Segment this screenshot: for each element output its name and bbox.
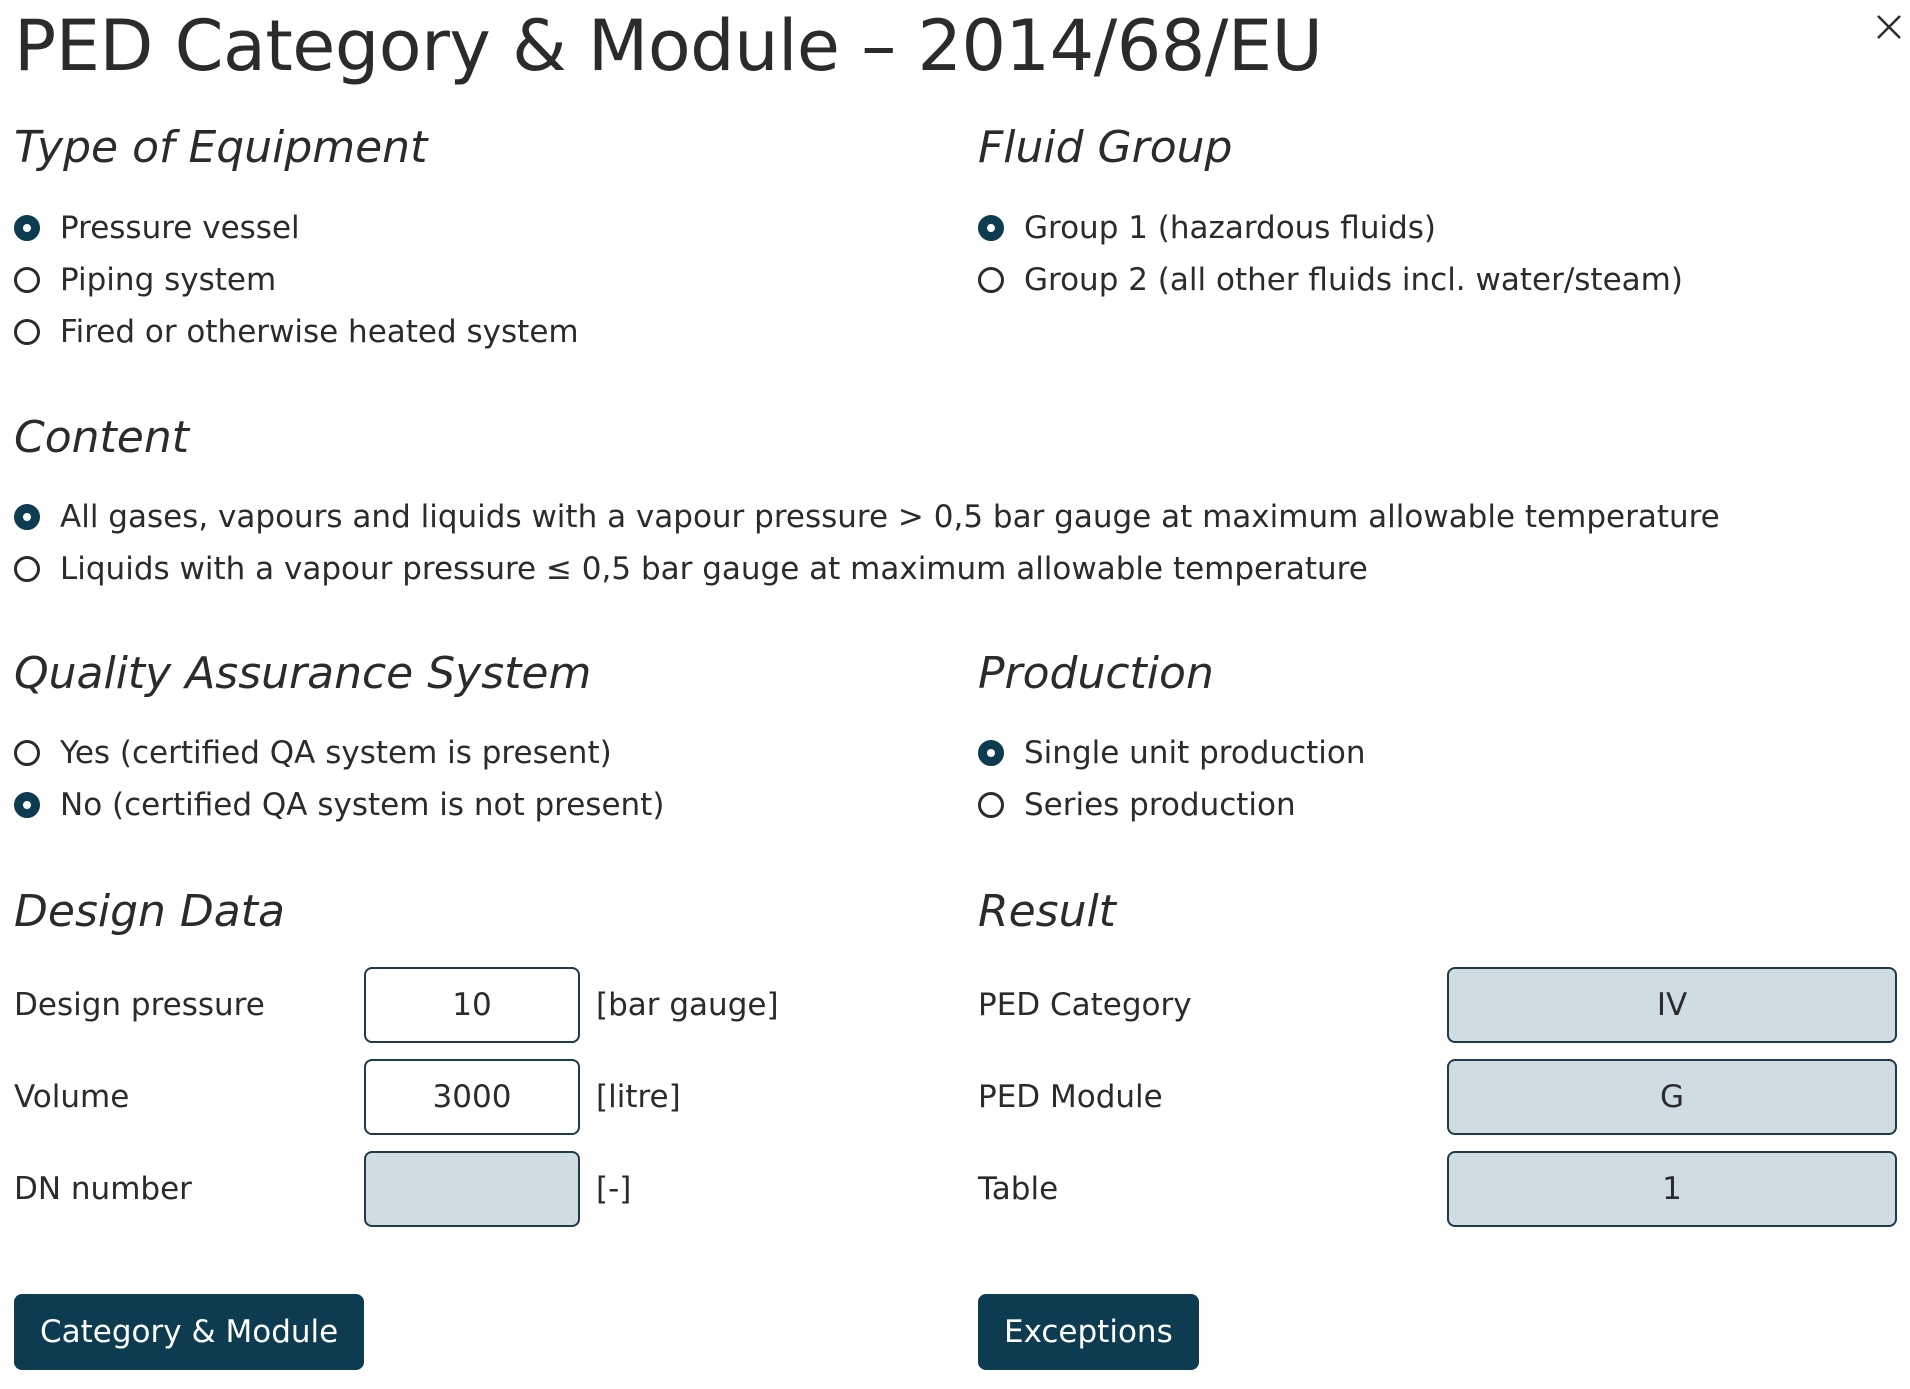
radio-button[interactable] (14, 556, 40, 582)
qa-radio-group: Yes (certified QA system is present) No … (14, 727, 664, 831)
radio-button[interactable] (14, 215, 40, 241)
dialog-title: PED Category & Module – 2014/68/EU (14, 5, 1323, 87)
result-section-title: Result (978, 886, 1116, 937)
radio-button[interactable] (14, 504, 40, 530)
dn-number-input (364, 1151, 580, 1227)
equipment-radio-group: Pressure vessel Piping system Fired or o… (14, 202, 579, 358)
production-section-title: Production (978, 648, 1214, 699)
equipment-option-fired-heated[interactable]: Fired or otherwise heated system (14, 306, 579, 358)
category-module-button[interactable]: Category & Module (14, 1294, 365, 1370)
table-value: 1 (1447, 1151, 1897, 1227)
table-label: Table (978, 1171, 1059, 1207)
exceptions-button[interactable]: Exceptions (978, 1294, 1199, 1370)
radio-button[interactable] (978, 792, 1004, 818)
volume-unit: [litre] (596, 1079, 681, 1115)
radio-label: Group 2 (all other fluids incl. water/st… (1024, 262, 1683, 298)
content-section-title: Content (14, 412, 189, 463)
radio-label: Yes (certified QA system is present) (60, 735, 612, 771)
volume-input[interactable] (364, 1059, 580, 1135)
qa-section-title: Quality Assurance System (14, 648, 592, 699)
dn-number-unit: [-] (596, 1171, 632, 1207)
fluid-group-section-title: Fluid Group (978, 122, 1233, 173)
radio-label: Group 1 (hazardous fluids) (1024, 210, 1437, 246)
radio-label: Liquids with a vapour pressure ≤ 0,5 bar… (60, 551, 1368, 587)
close-icon (1877, 15, 1901, 39)
radio-button[interactable] (978, 267, 1004, 293)
radio-button[interactable] (14, 740, 40, 766)
radio-button[interactable] (14, 792, 40, 818)
radio-button[interactable] (14, 319, 40, 345)
radio-label: All gases, vapours and liquids with a va… (60, 499, 1720, 535)
fluid-group-option-1[interactable]: Group 1 (hazardous fluids) (978, 202, 1683, 254)
production-radio-group: Single unit production Series production (978, 727, 1366, 831)
ped-category-label: PED Category (978, 987, 1192, 1023)
fluid-group-radio-group: Group 1 (hazardous fluids) Group 2 (all … (978, 202, 1683, 306)
equipment-option-pressure-vessel[interactable]: Pressure vessel (14, 202, 579, 254)
radio-label: Pressure vessel (60, 210, 300, 246)
volume-label: Volume (14, 1079, 130, 1115)
design-pressure-input[interactable] (364, 967, 580, 1043)
production-option-series[interactable]: Series production (978, 779, 1366, 831)
radio-button[interactable] (978, 740, 1004, 766)
equipment-section-title: Type of Equipment (14, 122, 428, 173)
content-radio-group: All gases, vapours and liquids with a va… (14, 491, 1720, 595)
ped-module-value: G (1447, 1059, 1897, 1135)
design-data-section-title: Design Data (14, 886, 285, 937)
radio-label: No (certified QA system is not present) (60, 787, 665, 823)
ped-category-value: IV (1447, 967, 1897, 1043)
fluid-group-option-2[interactable]: Group 2 (all other fluids incl. water/st… (978, 254, 1683, 306)
content-option-liquids[interactable]: Liquids with a vapour pressure ≤ 0,5 bar… (14, 543, 1720, 595)
qa-option-yes[interactable]: Yes (certified QA system is present) (14, 727, 664, 779)
equipment-option-piping-system[interactable]: Piping system (14, 254, 579, 306)
dn-number-label: DN number (14, 1171, 192, 1207)
content-option-gases-vapours[interactable]: All gases, vapours and liquids with a va… (14, 491, 1720, 543)
qa-option-no[interactable]: No (certified QA system is not present) (14, 779, 664, 831)
radio-label: Fired or otherwise heated system (60, 314, 579, 350)
design-pressure-label: Design pressure (14, 987, 265, 1023)
radio-label: Series production (1024, 787, 1296, 823)
close-button[interactable] (1872, 10, 1906, 44)
radio-label: Piping system (60, 262, 277, 298)
ped-module-label: PED Module (978, 1079, 1163, 1115)
design-pressure-unit: [bar gauge] (596, 987, 779, 1023)
radio-button[interactable] (14, 267, 40, 293)
radio-button[interactable] (978, 215, 1004, 241)
production-option-single-unit[interactable]: Single unit production (978, 727, 1366, 779)
radio-label: Single unit production (1024, 735, 1366, 771)
